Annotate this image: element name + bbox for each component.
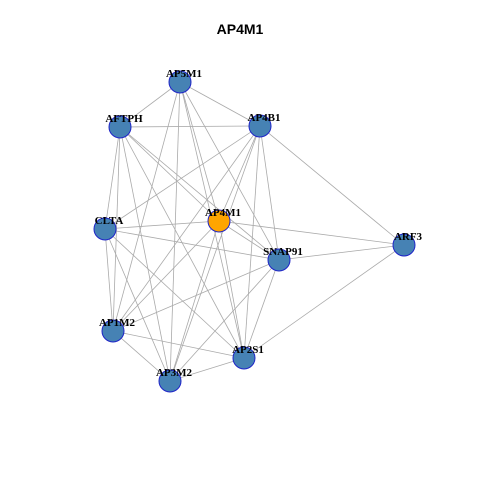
node-label-ap4b1: AP4B1 (248, 112, 281, 124)
edge-snap91-ap2s1 (243, 259, 280, 359)
edge-arf3-ap2s1 (243, 244, 405, 359)
node-snap91[interactable] (267, 248, 291, 272)
node-label-ap3m2: AP3M2 (156, 367, 193, 379)
edge-ap4b1-ap1m2 (112, 125, 261, 332)
node-clta[interactable] (93, 217, 117, 241)
node-ap4m1[interactable] (207, 209, 231, 233)
node-label-ap5m1: AP5M1 (166, 68, 202, 80)
edge-aftph-ap4b1 (119, 125, 261, 128)
edge-ap4m1-ap1m2 (112, 220, 220, 332)
edge-aftph-ap4m1 (119, 126, 220, 222)
node-label-ap2s1: AP2S1 (232, 344, 264, 356)
node-ap5m1[interactable] (168, 70, 192, 94)
edge-arf3-snap91 (278, 244, 405, 261)
diagram-title: AP4M1 (216, 21, 264, 37)
edge-aftph-ap3m2 (119, 126, 171, 382)
node-label-ap4m1: AP4M1 (205, 207, 241, 219)
edge-snap91-ap3m2 (169, 259, 280, 382)
edge-clta-snap91 (104, 228, 280, 261)
edge-snap91-ap1m2 (112, 259, 280, 332)
edge-ap2s1-ap3m2 (169, 357, 245, 382)
nodes-layer (93, 70, 416, 393)
node-ap1m2[interactable] (101, 319, 125, 343)
node-label-snap91: SNAP91 (263, 246, 303, 258)
edge-clta-ap2s1 (104, 228, 245, 359)
node-aftph[interactable] (108, 115, 132, 139)
node-label-ap1m2: AP1M2 (99, 317, 136, 329)
edge-clta-ap3m2 (104, 228, 171, 382)
edge-ap4b1-ap3m2 (169, 125, 261, 382)
edge-ap4b1-snap91 (259, 125, 280, 261)
edge-ap5m1-ap3m2 (169, 81, 181, 382)
node-arf3[interactable] (392, 233, 416, 257)
edge-ap4b1-clta (104, 125, 261, 230)
edge-ap4m1-ap2s1 (218, 220, 245, 359)
node-ap2s1[interactable] (232, 346, 256, 370)
edge-ap5m1-ap4m1 (179, 81, 220, 222)
edge-ap4m1-snap91 (218, 220, 280, 261)
edge-ap5m1-snap91 (179, 81, 280, 261)
edge-ap4b1-ap4m1 (218, 125, 261, 222)
edge-clta-ap1m2 (104, 228, 114, 332)
edge-ap4m1-clta (104, 220, 220, 230)
node-ap4b1[interactable] (248, 114, 272, 138)
node-ap3m2[interactable] (158, 369, 182, 393)
edge-ap4b1-arf3 (259, 125, 405, 246)
edges-layer (104, 81, 405, 382)
node-label-clta: CLTA (95, 215, 124, 227)
node-label-aftph: AFTPH (105, 113, 143, 125)
edge-ap5m1-ap4b1 (179, 81, 261, 127)
edge-ap5m1-aftph (119, 81, 181, 128)
edge-ap5m1-ap1m2 (112, 81, 181, 332)
edge-ap1m2-ap3m2 (112, 330, 171, 382)
edge-ap1m2-ap2s1 (112, 330, 245, 359)
edge-ap4m1-arf3 (218, 220, 405, 246)
edge-aftph-clta (104, 126, 121, 230)
node-label-arf3: ARF3 (394, 231, 423, 243)
